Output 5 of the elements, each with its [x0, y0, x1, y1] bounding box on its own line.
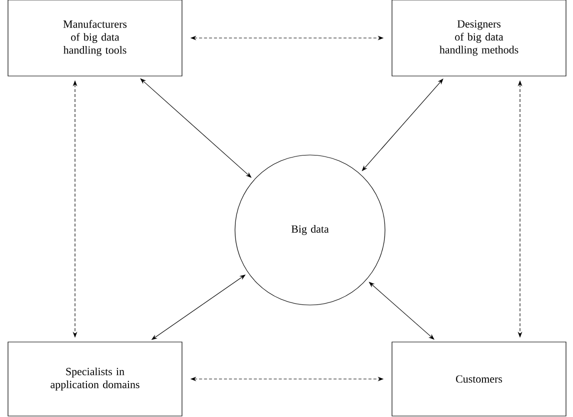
process-box: Customers [392, 342, 566, 416]
process-box: Designers of big data handling methods [392, 0, 566, 76]
circle-node: Big data [234, 154, 386, 306]
process-box: Manufacturers of big data handling tools [8, 0, 182, 76]
process-box: Specialists in application domains [8, 342, 182, 416]
